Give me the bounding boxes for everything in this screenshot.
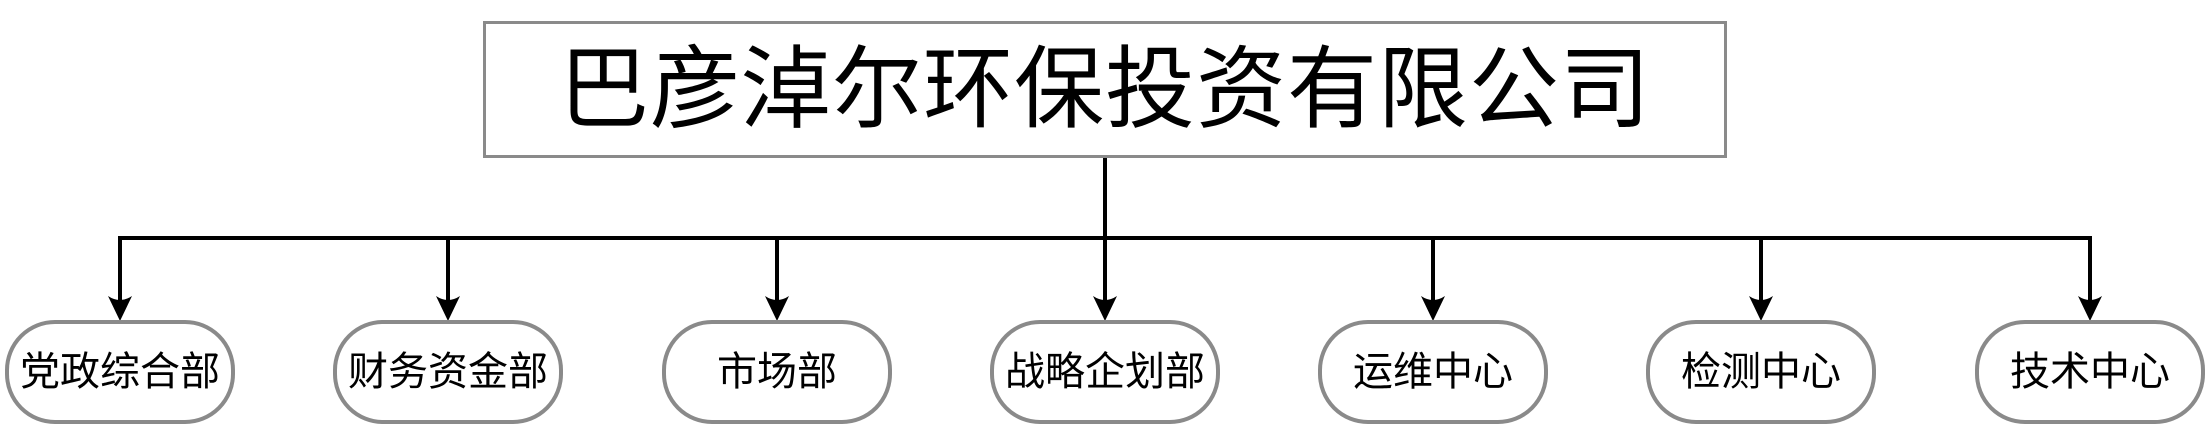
arrow-down-icon: [108, 296, 132, 321]
org-node: 技术中心: [1975, 320, 2205, 424]
org-node: 运维中心: [1318, 320, 1548, 424]
arrow-down-icon: [436, 296, 460, 321]
arrow-down-icon: [1093, 296, 1117, 321]
org-node: 检测中心: [1646, 320, 1876, 424]
org-node-label: 检测中心: [1681, 350, 1841, 394]
arrow-down-icon: [1749, 296, 1773, 321]
connector-arrow: [1749, 236, 1773, 321]
org-node: 市场部: [662, 320, 892, 424]
org-node-label: 战略企划部: [1005, 350, 1205, 394]
arrow-down-icon: [2078, 296, 2102, 321]
org-root-label: 巴彦淖尔环保投资有限公司: [559, 39, 1651, 140]
connector-arrow: [436, 236, 460, 321]
org-node-label: 财务资金部: [348, 350, 548, 394]
arrow-down-icon: [765, 296, 789, 321]
connector-arrow: [1093, 236, 1117, 321]
connector-arrow: [2078, 236, 2102, 321]
org-node: 战略企划部: [990, 320, 1220, 424]
arrow-down-icon: [1421, 296, 1445, 321]
org-node-label: 党政综合部: [20, 350, 220, 394]
org-node: 党政综合部: [5, 320, 235, 424]
org-root-node: 巴彦淖尔环保投资有限公司: [483, 21, 1727, 158]
connector-arrow: [108, 236, 132, 321]
org-node-label: 技术中心: [2010, 350, 2170, 394]
org-node-label: 运维中心: [1353, 350, 1513, 394]
org-node: 财务资金部: [333, 320, 563, 424]
connector-arrow: [1421, 236, 1445, 321]
connector-arrow: [765, 236, 789, 321]
org-node-label: 市场部: [717, 350, 837, 394]
